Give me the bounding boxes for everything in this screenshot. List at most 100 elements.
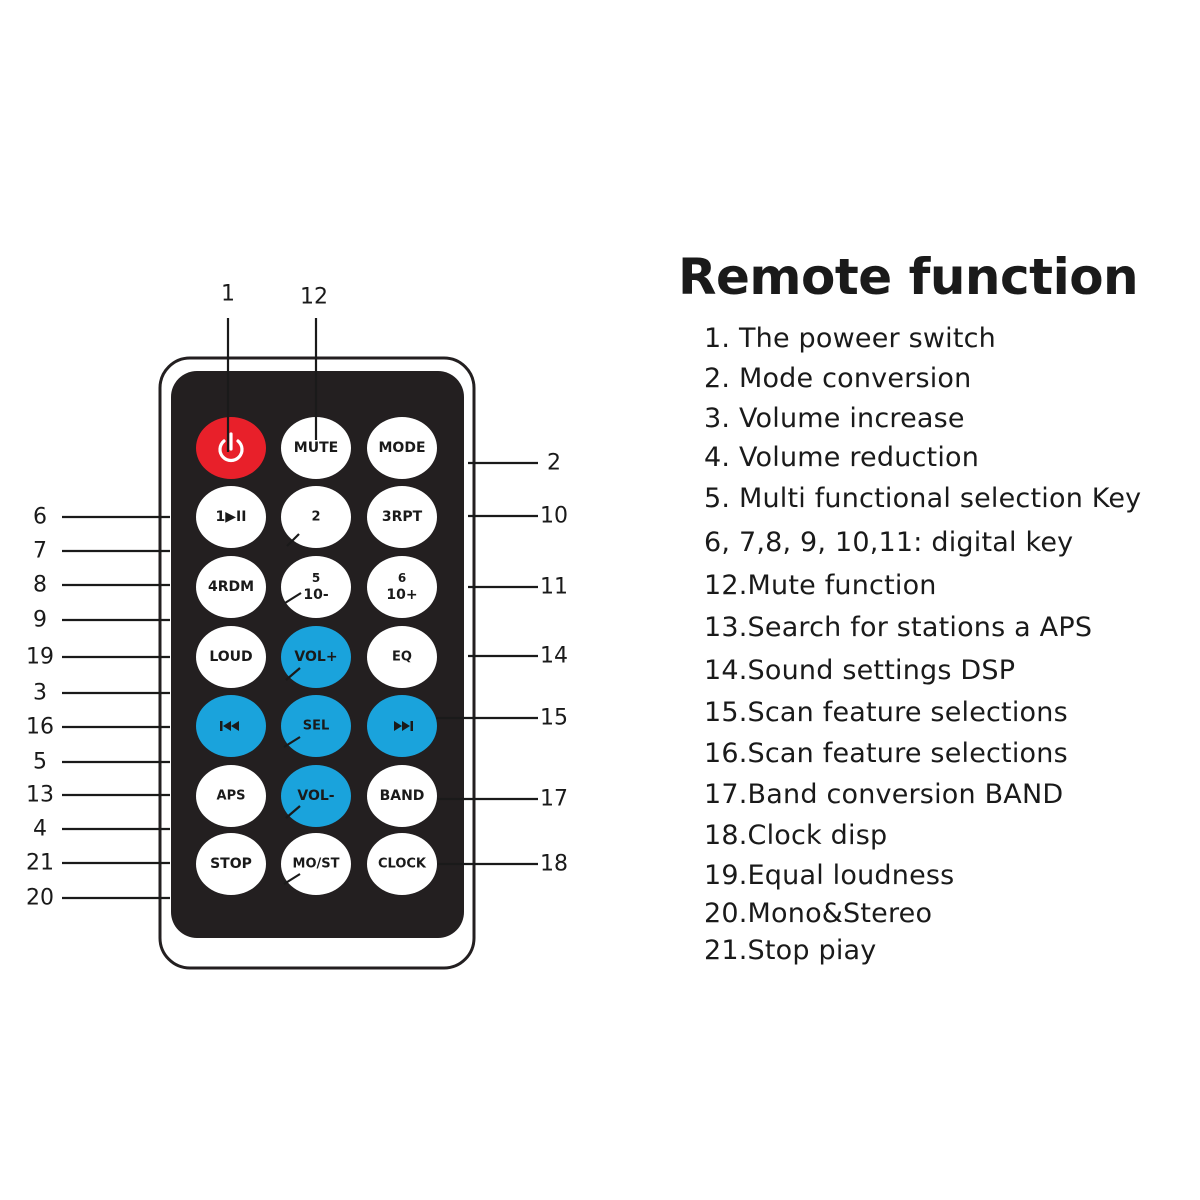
key-5-button[interactable]: 510- (281, 556, 351, 618)
button-leader-lines (226, 318, 318, 885)
callout-number: 21 (26, 851, 54, 876)
callout-number: 19 (26, 645, 54, 670)
mo-st-button[interactable]: MO/ST (281, 833, 351, 895)
skip-next-icon (394, 721, 413, 731)
eq-button[interactable]: EQ (367, 626, 437, 688)
function-item: 13.Search for stations a APS (704, 612, 1093, 643)
vol-down-button-face (281, 765, 351, 827)
mo-st-button-face (281, 833, 351, 895)
vol-down-label: VOL- (297, 788, 334, 804)
callout-number: 14 (540, 644, 568, 669)
callout-number: 1 (221, 282, 235, 307)
sel-button[interactable]: SEL (281, 695, 351, 757)
function-item: 17.Band conversion BAND (704, 779, 1064, 810)
key-2-button-face (281, 486, 351, 548)
next-button[interactable] (367, 695, 437, 757)
power-icon (218, 432, 244, 463)
key-6-button[interactable]: 610+ (367, 556, 437, 618)
sel-button-face (281, 695, 351, 757)
function-item: 6, 7,8, 9, 10,11: digital key (704, 527, 1074, 558)
key-4-label: 4RDM (208, 579, 254, 595)
stop-button[interactable]: STOP (196, 833, 266, 895)
key-5-button-face (281, 556, 351, 618)
function-item: 21.Stop piay (704, 935, 877, 966)
callout-number: 8 (33, 573, 47, 598)
clock-button-face (367, 833, 437, 895)
key-6-button-face (367, 556, 437, 618)
key-6-sublabel: 10+ (386, 587, 417, 603)
function-item: 18.Clock disp (704, 820, 888, 851)
loud-button[interactable]: LOUD (196, 626, 266, 688)
function-item: 14.Sound settings DSP (704, 655, 1016, 686)
function-item: 15.Scan feature selections (704, 697, 1068, 728)
mode-button[interactable]: MODE (367, 417, 437, 479)
callout-number: 12 (300, 285, 328, 310)
leader-vol-down (285, 805, 301, 819)
function-item: 20.Mono&Stereo (704, 898, 933, 929)
vol-up-button-face (281, 626, 351, 688)
leader-key-5 (284, 592, 302, 604)
vol-down-button[interactable]: VOL- (281, 765, 351, 827)
function-item: 1. The poweer switch (704, 323, 996, 354)
mode-button-face (367, 417, 437, 479)
key-1-button-face (196, 486, 266, 548)
prev-button[interactable] (196, 695, 266, 757)
function-item: 5. Multi functional selection Key (704, 483, 1142, 514)
vol-up-button[interactable]: VOL+ (281, 626, 351, 688)
key-4-button-face (196, 556, 266, 618)
mute-button[interactable]: MUTE (281, 417, 351, 479)
leader-vol-up (285, 667, 301, 681)
mode-label: MODE (378, 440, 425, 456)
eq-label: EQ (392, 650, 412, 665)
callout-number: 10 (540, 504, 568, 529)
mute-label: MUTE (294, 440, 338, 456)
leader-sel (283, 736, 301, 748)
key-3-button-face (367, 486, 437, 548)
key-6-label: 6 (398, 571, 406, 585)
leader-mo-st (283, 873, 301, 885)
function-item: 16.Scan feature selections (704, 738, 1068, 769)
aps-label: APS (217, 789, 246, 804)
callout-number: 6 (33, 505, 47, 530)
key-5-label: 5 (312, 571, 320, 585)
clock-label: CLOCK (378, 857, 427, 872)
aps-button[interactable]: APS (196, 765, 266, 827)
aps-button-face (196, 765, 266, 827)
callout-number: 20 (26, 886, 54, 911)
band-button[interactable]: BAND (367, 765, 437, 827)
key-3-label: 3RPT (382, 509, 423, 525)
mute-button-face (281, 417, 351, 479)
key-1-label: 1▶II (216, 509, 247, 525)
key-2-label: 2 (311, 510, 320, 525)
key-1-button[interactable]: 1▶II (196, 486, 266, 548)
stop-button-face (196, 833, 266, 895)
mo-st-label: MO/ST (293, 857, 340, 872)
clock-button[interactable]: CLOCK (367, 833, 437, 895)
callout-number: 16 (26, 715, 54, 740)
callout-number: 13 (26, 783, 54, 808)
callout-number: 2 (547, 451, 561, 476)
skip-previous-icon (220, 721, 239, 731)
eq-button-face (367, 626, 437, 688)
callout-number: 4 (33, 817, 47, 842)
key-2-button[interactable]: 2 (281, 486, 351, 548)
function-item: 19.Equal loudness (704, 860, 955, 891)
callout-number: 9 (33, 608, 47, 633)
function-item: 3. Volume increase (704, 403, 965, 434)
leader-key-2 (286, 533, 300, 547)
band-label: BAND (380, 788, 425, 804)
key-5-sublabel: 10- (303, 587, 328, 603)
key-3-button[interactable]: 3RPT (367, 486, 437, 548)
callout-number: 5 (33, 750, 47, 775)
function-item: 4. Volume reduction (704, 442, 980, 473)
power-button[interactable] (196, 417, 266, 479)
callout-number: 3 (33, 681, 47, 706)
function-item: 2. Mode conversion (704, 363, 972, 394)
band-button-face (367, 765, 437, 827)
callout-number: 7 (33, 539, 47, 564)
key-4-button[interactable]: 4RDM (196, 556, 266, 618)
function-item: 12.Mute function (704, 570, 937, 601)
